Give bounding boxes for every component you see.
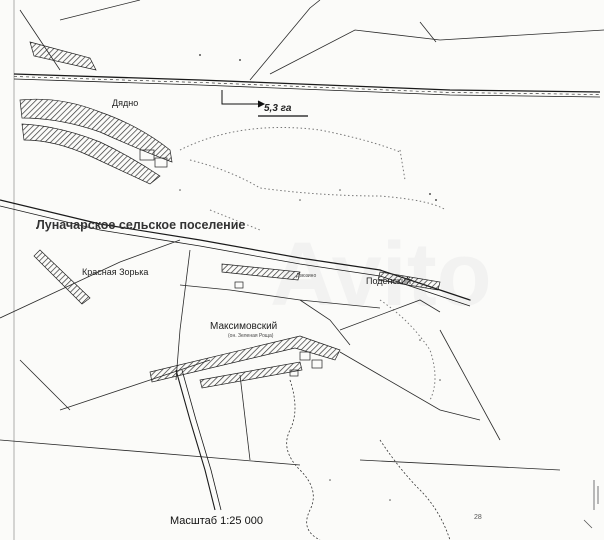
south-road [175,369,222,511]
settlement-label-maksimovsky: Максимовский [210,321,278,332]
plot-pointer [221,90,308,117]
settlement-label-dyadno: Дядно [112,98,139,108]
map-texture [179,54,471,501]
settlement-label-podensky: Поденский [366,276,411,286]
maksimovsky-village [149,335,341,389]
settlement-label-krasnaya-zorka: Красная Зорька [82,267,149,277]
krasnaya-zorka-village [33,249,91,305]
edge-marks [583,480,599,529]
field-boundaries [0,239,561,471]
plot-area-label: 5,3 га [264,103,292,114]
scale-label: Масштаб 1:25 000 [170,515,263,527]
podensky-village [377,271,441,291]
dotted-boundaries [179,127,447,401]
region-label: Луначарское сельское поселение [36,218,246,232]
dyadno-village [19,41,173,185]
main-road [0,199,471,307]
stream [286,379,451,540]
settlement-sublabel-maksimovsky: (он. Зеленая Роща) [228,333,274,339]
margin-number: 28 [474,514,482,521]
dzuzino-village [221,263,301,289]
railway [13,73,601,98]
field-boundaries-top [19,0,604,81]
settlement-label-dzuzino: Дзюзино [296,273,317,279]
